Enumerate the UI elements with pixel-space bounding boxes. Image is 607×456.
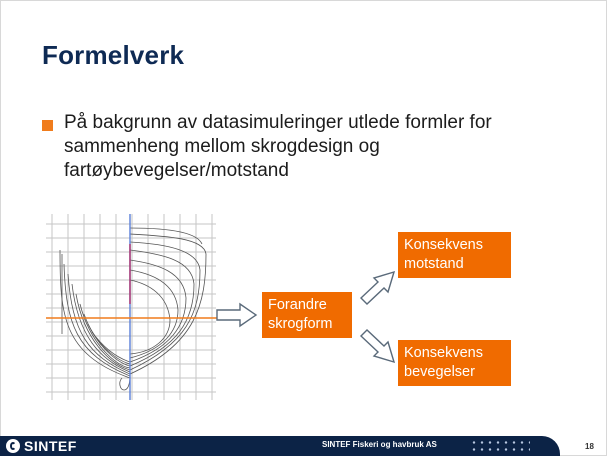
hull-lines-drawing	[46, 214, 218, 400]
footer-bar: SINTEF SINTEF Fiskeri og havbruk AS	[0, 436, 560, 456]
sintef-logo-icon	[6, 439, 20, 453]
consequence-resistance-box: Konsekvens motstand	[398, 232, 511, 278]
footer-company: SINTEF Fiskeri og havbruk AS	[322, 440, 437, 449]
hollow-arrow-down-right-icon	[359, 329, 396, 364]
consequence-motions-box: Konsekvens bevegelser	[398, 340, 511, 386]
hollow-arrow-up-right-icon	[359, 270, 396, 305]
sintef-logo: SINTEF	[6, 438, 77, 454]
change-hull-form-box: Forandre skrogform	[262, 292, 352, 338]
footer-dots-pattern	[470, 439, 530, 453]
hollow-arrow-right-icon	[216, 302, 258, 328]
slide-title: Formelverk	[42, 40, 185, 70]
bullet-text: På bakgrunn av datasimuleringer utlede f…	[64, 112, 492, 181]
sintef-logo-text: SINTEF	[24, 438, 77, 454]
page-number: 18	[585, 442, 594, 451]
bullet-square-icon	[42, 120, 53, 131]
